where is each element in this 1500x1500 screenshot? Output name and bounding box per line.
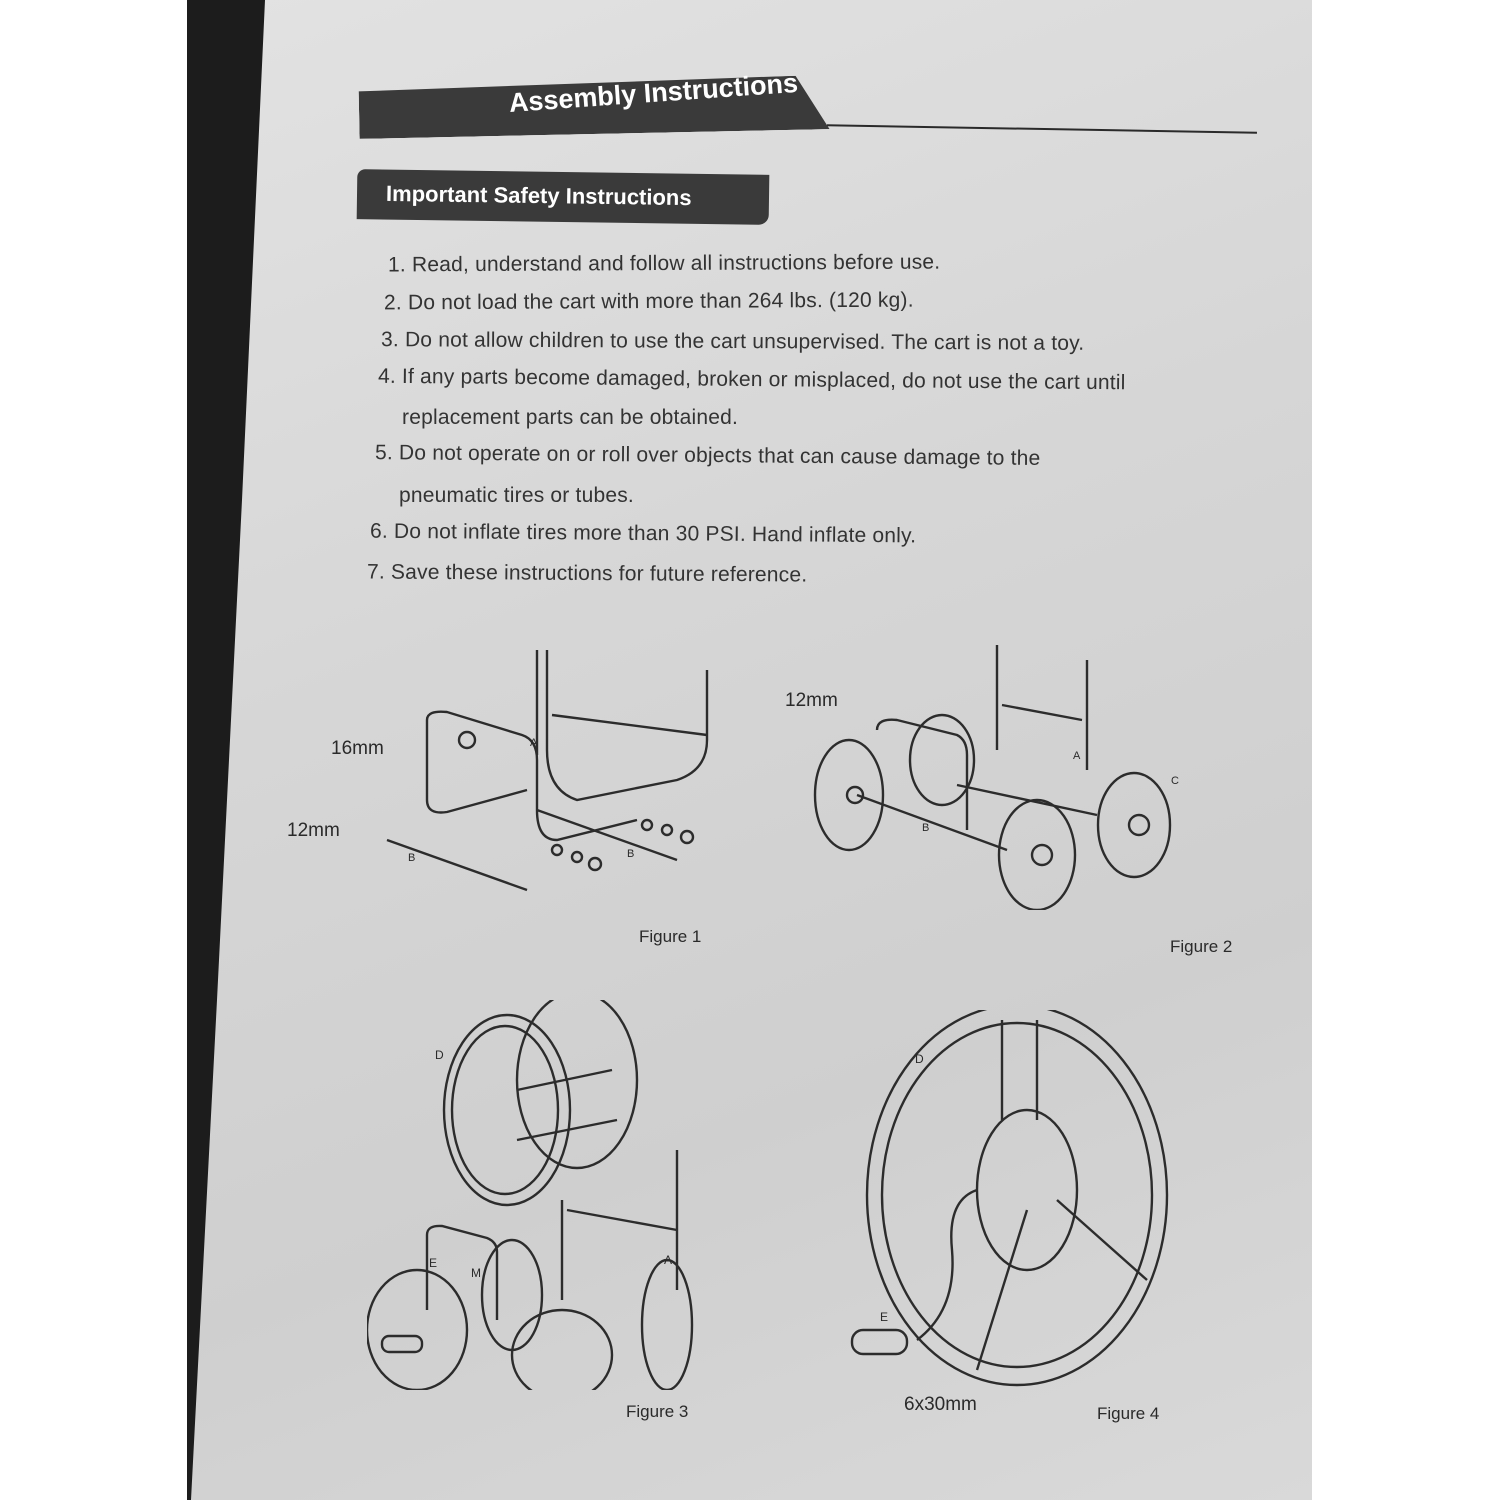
instruction-6: 6. Do not inflate tires more than 30 PSI… xyxy=(369,519,917,548)
instruction-2: 2. Do not load the cart with more than 2… xyxy=(383,288,914,315)
figure-4-label-bolt: 6x30mm xyxy=(904,1394,977,1415)
figure-1-cart-frame-drawing xyxy=(386,650,709,892)
instruction-sheet: Assembly Instructions Important Safety I… xyxy=(191,0,1312,1500)
figure-3-part-a: A xyxy=(664,1253,673,1267)
instruction-7: 7. Save these instructions for future re… xyxy=(366,560,808,587)
figure-1-caption: Figure 1 xyxy=(639,927,702,946)
figure-2-part-b: B xyxy=(922,822,930,834)
figure-1-part-b2: B xyxy=(627,848,635,860)
figure-3-part-m: M xyxy=(471,1266,481,1280)
figure-2-cart-wheels-drawing xyxy=(813,645,1172,910)
title-rule xyxy=(827,124,1257,134)
figure-1-part-a: A xyxy=(530,737,538,749)
figure-4-caption: Figure 4 xyxy=(1097,1404,1160,1423)
figure-1-part-b1: B xyxy=(408,852,416,864)
figure-4-part-d: D xyxy=(915,1052,924,1066)
figure-4-crank-handle-drawing xyxy=(850,1010,1169,1387)
photo-background: Assembly Instructions Important Safety I… xyxy=(187,0,1312,1500)
instruction-1: 1. Read, understand and follow all instr… xyxy=(387,250,941,277)
figure-2-label-12mm: 12mm xyxy=(785,690,838,711)
figure-2-caption: Figure 2 xyxy=(1170,937,1233,956)
figure-2-part-c: C xyxy=(1171,775,1179,787)
figure-3-part-e: E xyxy=(429,1256,438,1270)
figure-3-hose-reel-drawing xyxy=(367,1000,694,1390)
figure-1-label-16mm: 16mm xyxy=(331,738,384,759)
instruction-4: 4. If any parts become damaged, broken o… xyxy=(377,364,1126,395)
figure-4-part-e: E xyxy=(880,1310,889,1324)
instruction-5-cont: pneumatic tires or tubes. xyxy=(399,484,634,507)
figure-3-part-d: D xyxy=(435,1048,444,1062)
section-title: Important Safety Instructions xyxy=(385,180,692,211)
instruction-4-cont: replacement parts can be obtained. xyxy=(402,406,739,429)
figure-1-label-12mm: 12mm xyxy=(287,820,340,841)
instruction-3: 3. Do not allow children to use the cart… xyxy=(380,328,1085,355)
figure-2-part-a: A xyxy=(1073,750,1081,762)
instruction-5: 5. Do not operate on or roll over object… xyxy=(374,441,1041,470)
figure-3-caption: Figure 3 xyxy=(626,1402,689,1421)
